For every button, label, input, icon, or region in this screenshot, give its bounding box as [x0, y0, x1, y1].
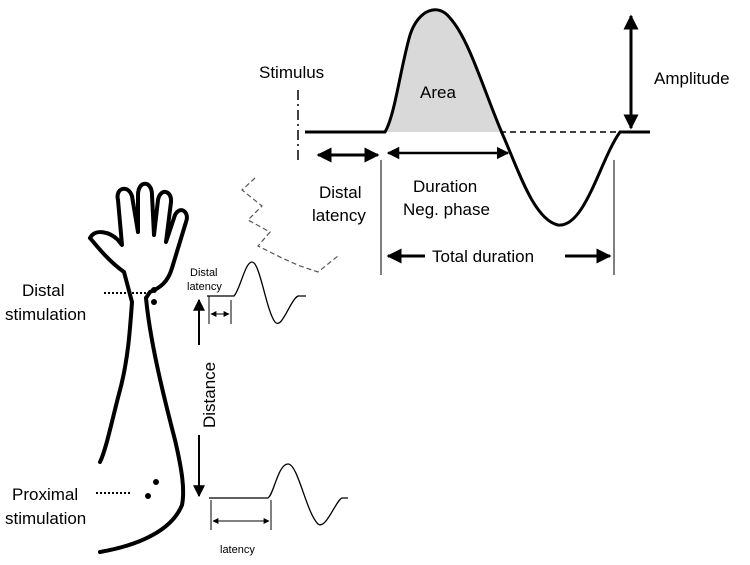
proximal-small-waveform: latency	[209, 463, 348, 556]
distal-small-trace	[207, 261, 306, 324]
small-distal-latency-label-2: latency	[187, 281, 222, 293]
arm-illustration	[88, 181, 189, 554]
distal-stim-label-1: Distal	[22, 281, 65, 300]
proximal-dot-2	[145, 493, 151, 499]
distal-stim-label-2: stimulation	[5, 305, 86, 324]
forearm-left-outline	[88, 236, 134, 464]
duration-label-2: Neg. phase	[403, 200, 490, 219]
total-duration-label: Total duration	[432, 247, 534, 266]
duration-label-1: Duration	[413, 177, 477, 196]
area-label: Area	[420, 83, 456, 102]
forearm-right-outline	[98, 296, 186, 554]
small-latency-label: latency	[220, 544, 255, 556]
stimulation-dots	[145, 287, 159, 499]
distal-dot-2	[151, 299, 157, 305]
stimulus-label: Stimulus	[259, 63, 324, 82]
proximal-stim-label-2: stimulation	[5, 509, 86, 528]
distal-latency-label-2: latency	[312, 206, 366, 225]
small-distal-latency-label-1: Distal	[190, 267, 218, 279]
hand-outline	[88, 181, 189, 300]
proximal-small-trace	[209, 463, 348, 526]
connector-lines	[241, 177, 339, 273]
main-waveform-group: Stimulus Area Amplitude Distal latency D…	[259, 8, 730, 275]
waveform-trace	[305, 8, 650, 227]
proximal-dot-1	[153, 479, 159, 485]
proximal-stim-label-1: Proximal	[12, 485, 78, 504]
distal-small-waveform: Distal latency	[187, 261, 306, 324]
distal-latency-label-1: Distal	[319, 183, 362, 202]
distance-label-bg	[190, 345, 212, 435]
amplitude-label: Amplitude	[654, 69, 730, 88]
area-shading	[385, 9, 500, 133]
distance-label: Distance	[200, 362, 219, 428]
distal-dot-1	[151, 287, 157, 293]
